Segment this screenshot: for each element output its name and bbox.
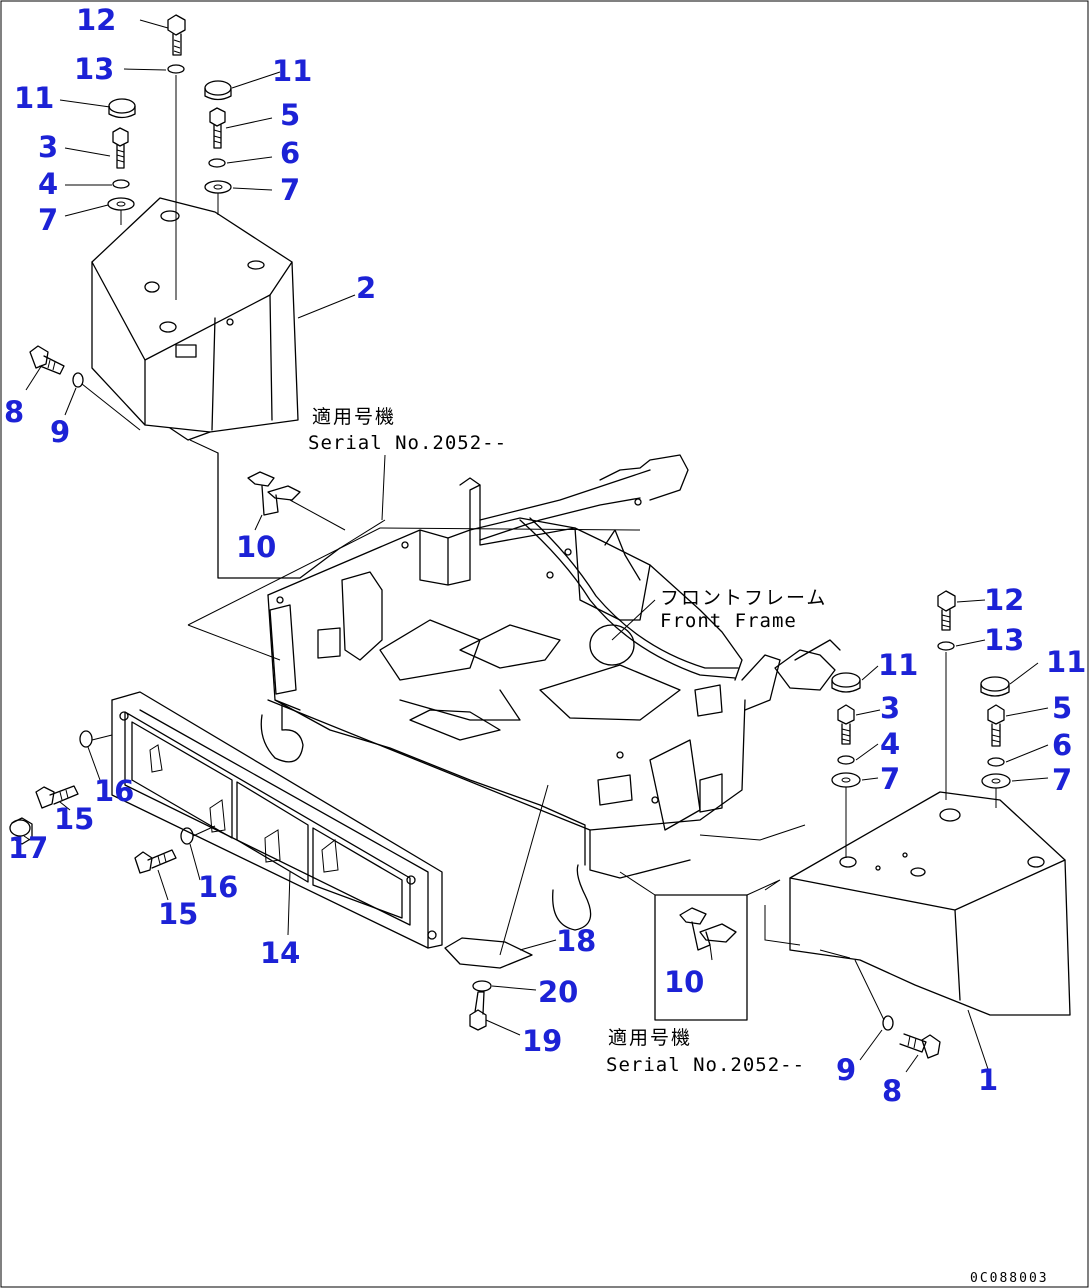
callout-2: 2: [356, 271, 376, 305]
callout-17: 17: [8, 831, 48, 865]
callout-3: 3: [880, 691, 900, 725]
callout-9: 9: [50, 415, 70, 449]
bracket-inset-top: [189, 439, 346, 579]
cover-plate: [444, 784, 549, 1031]
callout-8: 8: [4, 395, 24, 429]
callout-13: 13: [984, 623, 1024, 657]
callout-15: 15: [54, 802, 94, 836]
callout-7: 7: [880, 762, 900, 796]
callout-12: 12: [76, 3, 116, 37]
hardware-right: [831, 590, 1011, 1059]
callout-4: 4: [38, 167, 58, 201]
callout-13: 13: [74, 52, 114, 86]
callout-11: 11: [1046, 645, 1086, 679]
bracket-inset-bottom: [619, 824, 806, 1021]
front-frame-label-en: Front Frame: [660, 610, 797, 632]
hardware-bumper: [9, 730, 216, 874]
callout-9: 9: [836, 1053, 856, 1087]
callout-10: 10: [664, 965, 704, 999]
serial-note-jp-bottom: 適用号機: [608, 1027, 692, 1049]
serial-note-en-top: Serial No.2052--: [308, 432, 507, 454]
callouts: 12 13 11 11 3 5 4 6 7 7 2 8 9 10 12 13 1…: [4, 3, 1086, 1108]
callout-16: 16: [94, 774, 134, 808]
callout-4: 4: [880, 727, 900, 761]
callout-11: 11: [14, 81, 54, 115]
serial-note-jp-top: 適用号機: [312, 406, 396, 428]
serial-note-en-bottom: Serial No.2052--: [606, 1054, 805, 1076]
callout-8: 8: [882, 1074, 902, 1108]
callout-18: 18: [556, 924, 596, 958]
callout-11: 11: [878, 648, 918, 682]
front-frame-label-jp: フロントフレーム: [660, 587, 827, 609]
drawing-number: 0C088003: [970, 1271, 1049, 1286]
callout-7: 7: [280, 173, 300, 207]
callout-10: 10: [236, 530, 276, 564]
callout-7: 7: [1052, 763, 1072, 797]
counterweight-right: [764, 791, 1071, 1016]
callout-7: 7: [38, 203, 58, 237]
callout-5: 5: [280, 98, 300, 132]
callout-20: 20: [538, 975, 578, 1009]
callout-6: 6: [280, 136, 300, 170]
bumper-plate: [111, 691, 443, 949]
callout-15: 15: [158, 897, 198, 931]
callout-6: 6: [1052, 728, 1072, 762]
leader-lines: [23, 19, 1049, 1076]
callout-14: 14: [260, 936, 300, 970]
hardware-top-left: [29, 14, 232, 431]
callout-16: 16: [198, 870, 238, 904]
front-frame: [187, 454, 841, 931]
callout-5: 5: [1052, 691, 1072, 725]
callout-1: 1: [978, 1063, 998, 1097]
callout-3: 3: [38, 130, 58, 164]
callout-11: 11: [272, 54, 312, 88]
notes: 適用号機 Serial No.2052-- フロントフレーム Front Fra…: [308, 406, 1049, 1286]
callout-12: 12: [984, 583, 1024, 617]
callout-19: 19: [522, 1024, 562, 1058]
counterweight-left: [91, 197, 299, 441]
